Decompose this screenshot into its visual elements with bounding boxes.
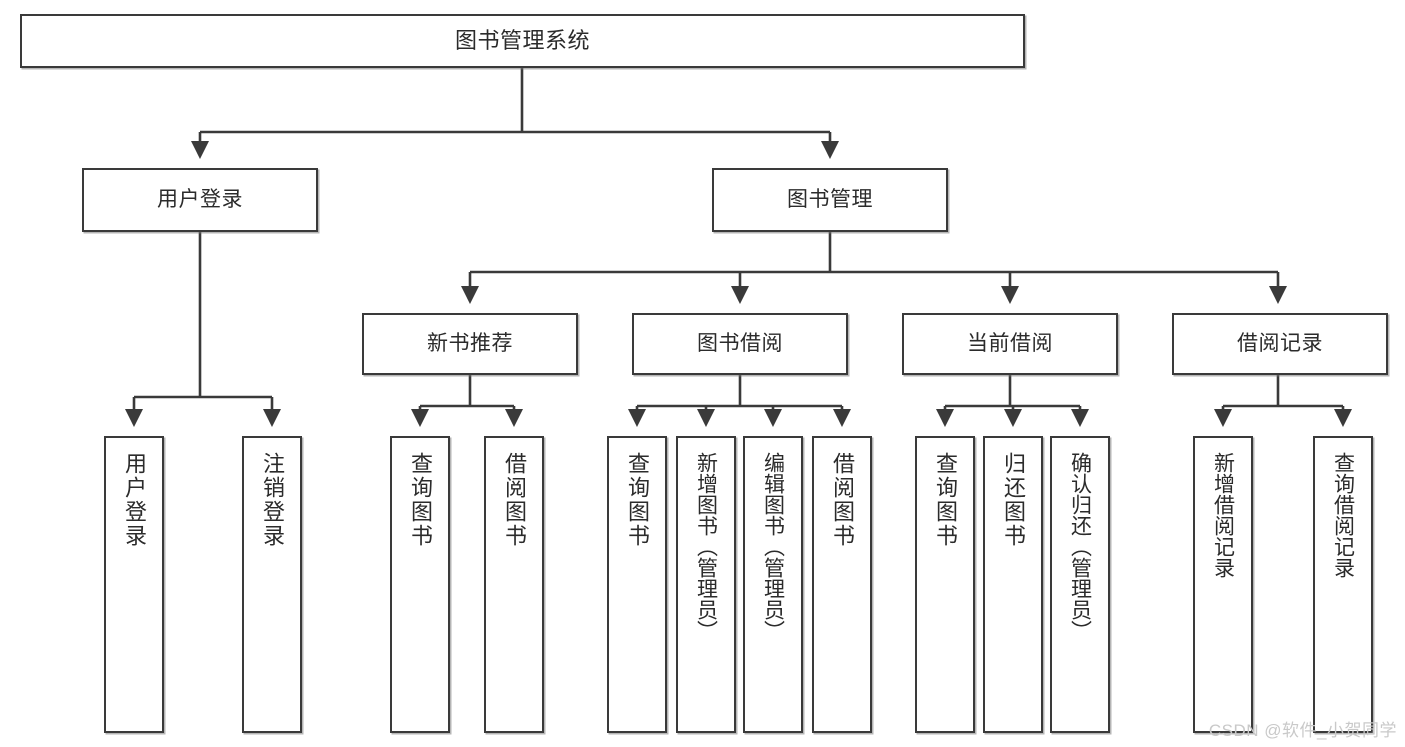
leaf-confirm-return-admin[interactable]: 确认归还（管理员） xyxy=(1050,436,1110,733)
node-label: 编辑图书（管理员） xyxy=(761,452,785,641)
leaf-query-borrow-record[interactable]: 查询借阅记录 xyxy=(1313,436,1373,733)
node-label: 用户登录 xyxy=(157,187,243,211)
node-label: 查询图书 xyxy=(625,452,650,548)
node-user-login[interactable]: 用户登录 xyxy=(82,168,318,232)
node-label: 当前借阅 xyxy=(967,331,1053,355)
leaf-edit-book-admin[interactable]: 编辑图书（管理员） xyxy=(743,436,803,733)
node-label: 确认归还（管理员） xyxy=(1068,452,1092,641)
node-label: 查询图书 xyxy=(408,452,433,548)
node-book-borrow[interactable]: 图书借阅 xyxy=(632,313,848,375)
leaf-return-book[interactable]: 归还图书 xyxy=(983,436,1043,733)
node-new-book-recommend[interactable]: 新书推荐 xyxy=(362,313,578,375)
node-label: 用户登录 xyxy=(122,452,147,548)
node-borrow-record[interactable]: 借阅记录 xyxy=(1172,313,1388,375)
leaf-logout[interactable]: 注销登录 xyxy=(242,436,302,733)
node-label: 查询图书 xyxy=(933,452,958,548)
node-label: 新增图书（管理员） xyxy=(694,452,718,641)
leaf-current-query-book[interactable]: 查询图书 xyxy=(915,436,975,733)
node-label: 借阅记录 xyxy=(1237,331,1323,355)
leaf-add-book-admin[interactable]: 新增图书（管理员） xyxy=(676,436,736,733)
node-label: 注销登录 xyxy=(260,452,285,548)
node-label: 查询借阅记录 xyxy=(1331,452,1355,578)
node-label: 图书借阅 xyxy=(697,331,783,355)
node-label: 新增借阅记录 xyxy=(1211,452,1235,578)
node-label: 借阅图书 xyxy=(502,452,527,548)
leaf-new-book-query[interactable]: 查询图书 xyxy=(390,436,450,733)
node-label: 归还图书 xyxy=(1001,452,1026,548)
node-label: 借阅图书 xyxy=(830,452,855,548)
leaf-new-book-borrow[interactable]: 借阅图书 xyxy=(484,436,544,733)
node-book-management[interactable]: 图书管理 xyxy=(712,168,948,232)
node-label: 图书管理系统 xyxy=(454,28,590,54)
node-label: 新书推荐 xyxy=(427,331,513,355)
node-current-borrow[interactable]: 当前借阅 xyxy=(902,313,1118,375)
leaf-add-borrow-record[interactable]: 新增借阅记录 xyxy=(1193,436,1253,733)
leaf-borrow-query-book[interactable]: 查询图书 xyxy=(607,436,667,733)
node-label: 图书管理 xyxy=(787,187,873,211)
watermark-text: CSDN @软件_小贺同学 xyxy=(1208,721,1397,740)
leaf-borrow-book[interactable]: 借阅图书 xyxy=(812,436,872,733)
leaf-user-login[interactable]: 用户登录 xyxy=(104,436,164,733)
node-root-system[interactable]: 图书管理系统 xyxy=(20,14,1025,68)
